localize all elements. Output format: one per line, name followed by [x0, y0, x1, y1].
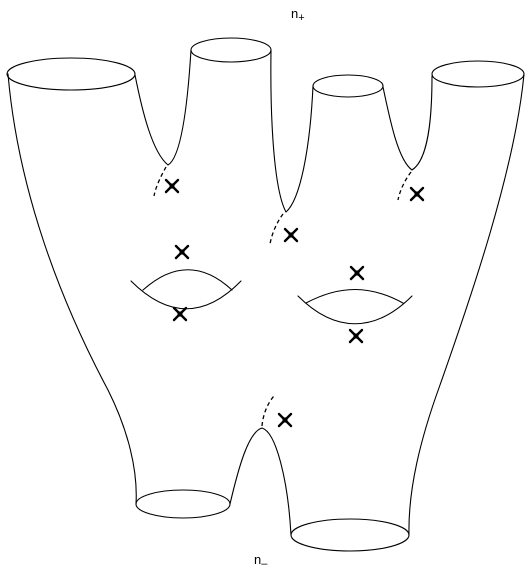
- marked-point-7: [350, 330, 362, 342]
- bottom-boundary-circle-2: [291, 519, 409, 551]
- handle-1-lower-arc: [131, 281, 241, 309]
- handle-2-lower-arc: [298, 296, 412, 324]
- label-n-plus: n+: [291, 6, 305, 24]
- top-boundary-circle-3: [313, 75, 383, 97]
- bottom-boundary-circle-1: [136, 490, 230, 518]
- outer-left-wall: [8, 74, 136, 504]
- marked-point-6: [351, 267, 363, 279]
- marked-point-8: [279, 414, 291, 426]
- handle-2-upper-arc: [306, 290, 403, 304]
- saddle-curve-3: [383, 76, 432, 170]
- top-boundary-circle-4: [432, 61, 524, 87]
- dashed-curve-saddle-1: [154, 167, 166, 196]
- dashed-curve-saddle-2: [270, 214, 283, 244]
- handle-1-upper-arc: [143, 270, 232, 290]
- label-n-minus: n–: [254, 552, 267, 570]
- label-n-minus-subscript: –: [261, 558, 267, 570]
- saddle-curve-1: [135, 50, 191, 165]
- marked-point-3: [411, 188, 423, 200]
- bottom-saddle-curve: [230, 428, 291, 535]
- saddle-curve-2: [271, 50, 313, 212]
- marked-point-1: [166, 180, 178, 192]
- top-boundary-circle-2: [191, 38, 271, 62]
- marked-point-4: [176, 246, 188, 258]
- dashed-curve-bottom-saddle: [262, 396, 274, 426]
- label-n-plus-subscript: +: [298, 12, 304, 24]
- top-boundary-circle-1: [7, 58, 135, 90]
- marked-point-2: [285, 229, 297, 241]
- marked-point-5: [174, 308, 186, 320]
- dashed-curve-saddle-3: [398, 172, 411, 200]
